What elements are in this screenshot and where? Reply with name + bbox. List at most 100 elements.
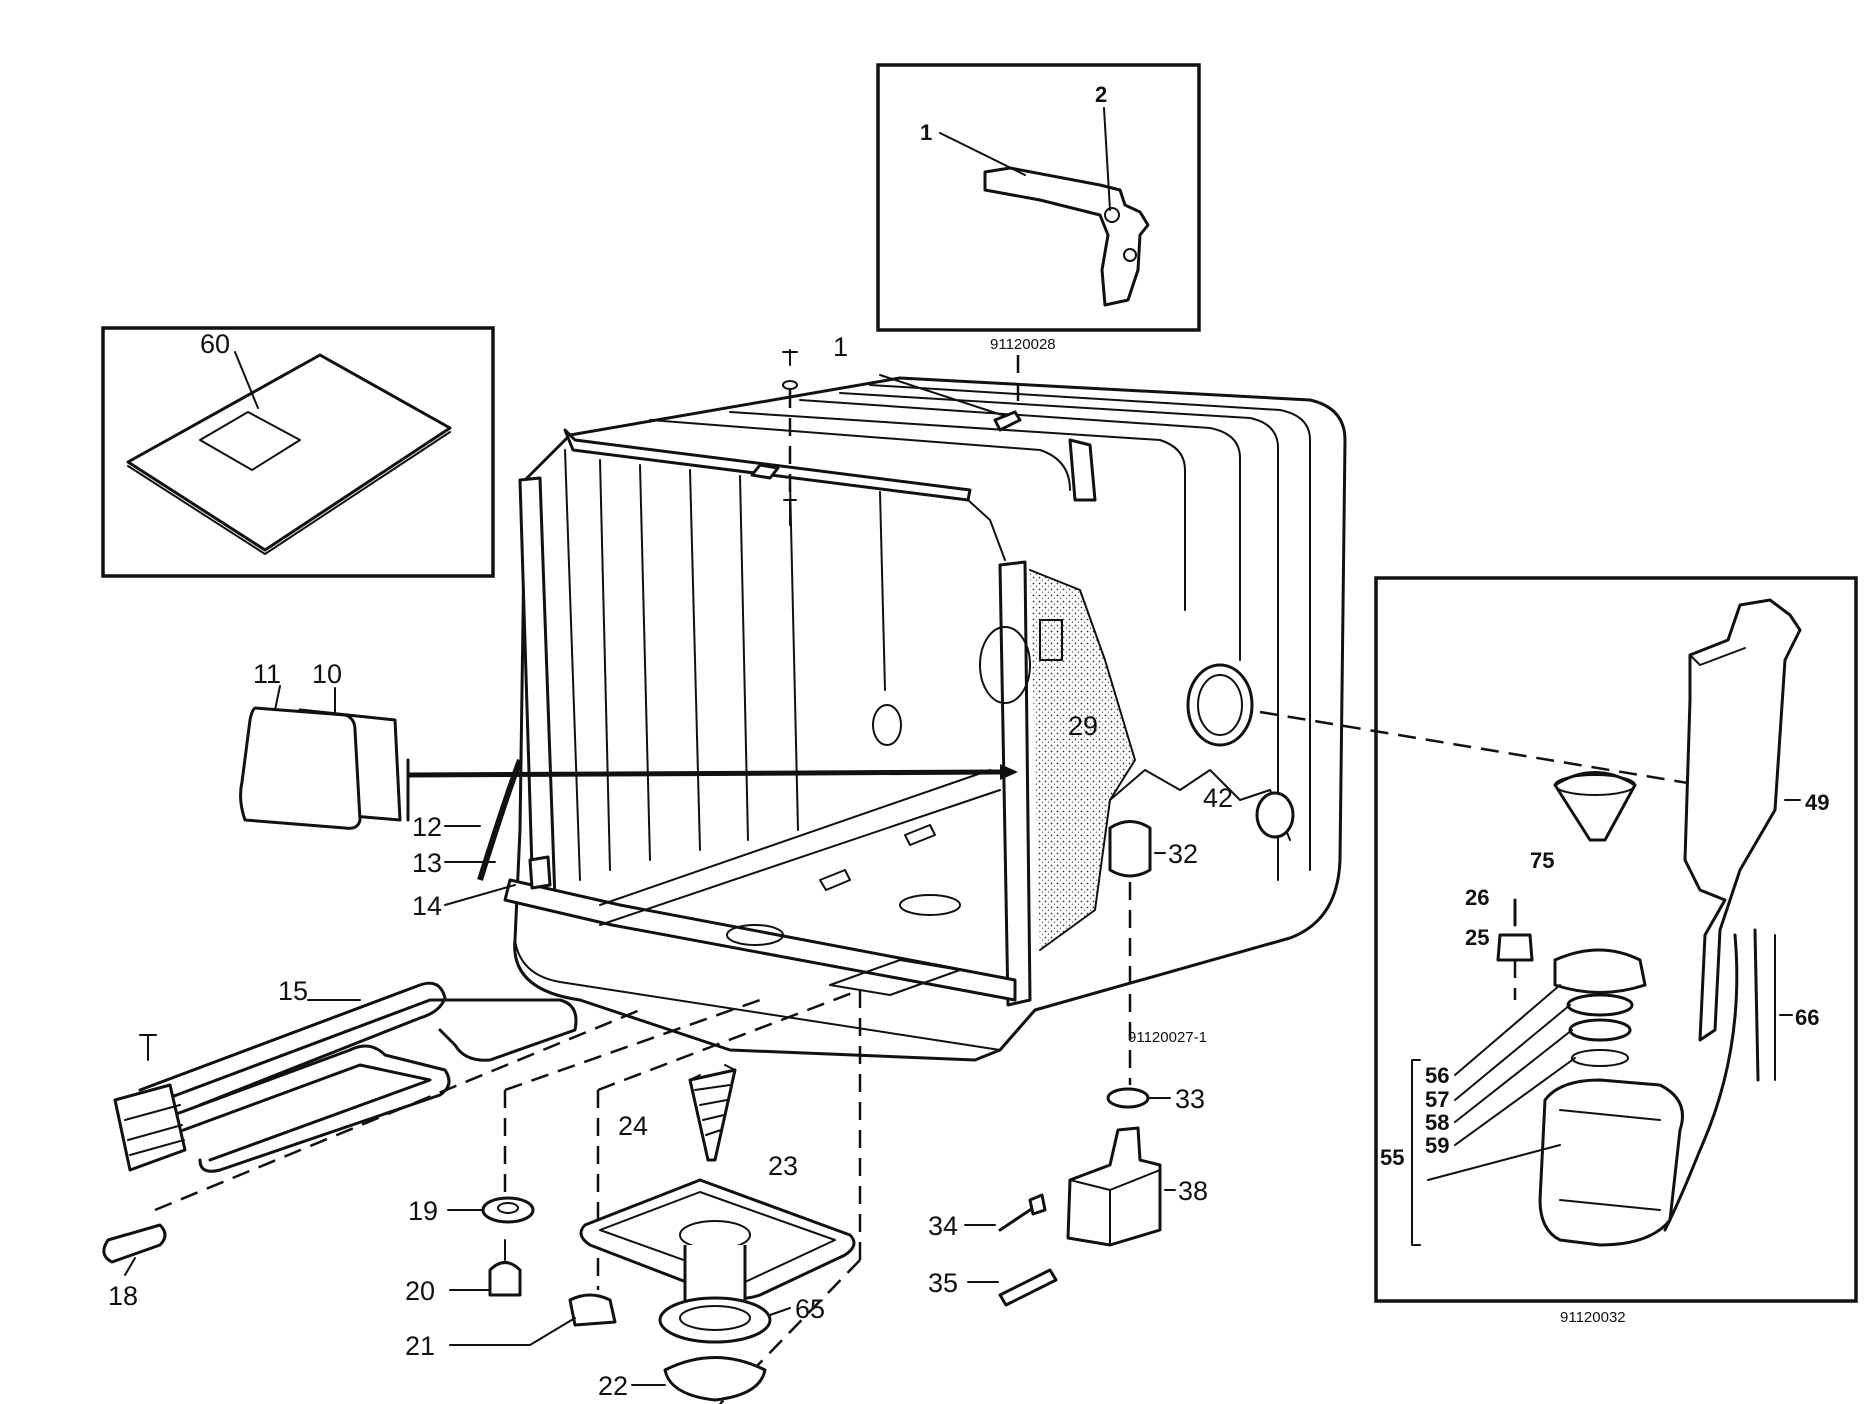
dash-sump-top: [597, 988, 861, 1092]
bracket-on-tub: [993, 410, 1022, 432]
heater-loop-4: [168, 1063, 432, 1162]
callout-33: 33: [1175, 1084, 1205, 1114]
sump-opening: [829, 959, 961, 996]
callout-15: 15: [278, 976, 308, 1006]
tub-bracket-right: [1068, 438, 1097, 502]
callout-42: 42: [1203, 783, 1233, 813]
callout-2-inset: 2: [1095, 82, 1107, 107]
part-11: [239, 706, 362, 830]
heater-loop-1: [138, 981, 447, 1107]
part-19-hole: [497, 1202, 519, 1214]
part-35-tube: [998, 1268, 1058, 1307]
insert-arrow-head: [1000, 764, 1018, 780]
part-19-grommet: [481, 1196, 535, 1224]
filter-rim: [689, 1064, 736, 1081]
leader-59: [1454, 1057, 1576, 1146]
parts-19-21: 19 20 21: [405, 998, 761, 1361]
manual-inset-frame: [101, 326, 495, 578]
side-drain-hole: [1255, 791, 1295, 839]
heating-element-15: 15: [113, 976, 641, 1212]
callout-56: 56: [1425, 1063, 1449, 1088]
dispenser-inset-frame: [1374, 576, 1858, 1303]
part-57-seal: [1566, 993, 1634, 1017]
callout-32: 32: [1168, 839, 1198, 869]
part-75-funnel: [1553, 771, 1637, 842]
bracket-screw-hole: [1104, 207, 1120, 223]
back-port: [979, 626, 1031, 704]
inset-link-dash: [1259, 710, 1701, 787]
rib-2: [839, 392, 1279, 881]
leader-58: [1454, 1029, 1573, 1123]
rib-3: [799, 399, 1241, 661]
callout-10: 10: [312, 659, 342, 689]
part-14-clip: [528, 855, 552, 890]
part-66-tube-1: [1663, 933, 1739, 1232]
funnel-rim: [1554, 774, 1636, 796]
part-65-inner: [679, 1305, 751, 1331]
callout-35: 35: [928, 1268, 958, 1298]
top-washer: [782, 380, 798, 390]
callout-19: 19: [408, 1196, 438, 1226]
inner-rib-f: [879, 491, 886, 691]
floor-clip-2: [904, 824, 936, 846]
side-port-inner: [1197, 674, 1243, 736]
leader-2-inset: [1103, 107, 1111, 211]
heater-terminal-lines: [124, 1104, 185, 1156]
heater-terminal-block: [113, 1083, 187, 1172]
inset-code-main: 91120027-1: [1128, 1029, 1207, 1046]
callout-38: 38: [1178, 1176, 1208, 1206]
callout-24: 24: [618, 1111, 648, 1141]
cutaway-edge: [1029, 569, 1136, 951]
part-22-base: [663, 1356, 767, 1402]
leader-56: [1454, 984, 1561, 1076]
part-18-clip: [102, 1223, 167, 1264]
inner-rib-b: [639, 464, 651, 861]
lower-screw: [783, 499, 797, 526]
top-rail-clip: [750, 463, 780, 480]
part-20-switch: [488, 1261, 522, 1297]
part-34-head: [1028, 1193, 1047, 1216]
filter-mesh: [694, 1084, 731, 1136]
sump-assembly: 24 23 65 22: [579, 988, 862, 1404]
bracket-part: [983, 166, 1150, 307]
callout-60: 60: [200, 329, 230, 359]
heater-loop-2: [148, 998, 578, 1107]
leader-65: [769, 1307, 791, 1316]
heater-screw: [139, 1034, 157, 1061]
heater-dash: [154, 1008, 641, 1212]
callout-65: 65: [795, 1294, 825, 1324]
valve-edges: [1069, 1169, 1161, 1246]
side-slot: [1039, 619, 1063, 661]
right-post-top: [967, 499, 1006, 561]
inner-rib-a: [599, 459, 611, 871]
dash-sump-bottom: [719, 1259, 861, 1404]
rib-1: [869, 384, 1311, 871]
floor-clip-1: [819, 869, 851, 891]
inner-rib-c: [689, 469, 701, 851]
reservoir-edges: [1559, 1109, 1661, 1211]
part-65-ring: [658, 1296, 772, 1344]
inset-code-right: 91120032: [1560, 1309, 1626, 1326]
parts-33-38: 33 38 34 35: [928, 1084, 1208, 1307]
left-inner-edge: [564, 449, 581, 881]
bracket-inset-frame: [876, 63, 1201, 332]
group-55-bracket: [1411, 1059, 1421, 1246]
part-33-washer: [1106, 1087, 1150, 1109]
back-port-small: [872, 704, 902, 746]
callout-20: 20: [405, 1276, 435, 1306]
heater-loop-3: [158, 1044, 451, 1173]
floor-edge-left: [599, 769, 991, 906]
leader-21b: [529, 1317, 576, 1346]
leader-14: [444, 884, 516, 906]
callout-11: 11: [253, 659, 281, 689]
manual-inset: 60: [101, 326, 495, 578]
leader-18: [124, 1257, 136, 1276]
part-56-cap: [1553, 948, 1647, 994]
callout-1-inset: 1: [920, 120, 932, 145]
callout-12: 12: [412, 812, 442, 842]
rib-4: [729, 411, 1186, 611]
leader-60: [234, 351, 259, 409]
float-32: [1108, 820, 1152, 878]
